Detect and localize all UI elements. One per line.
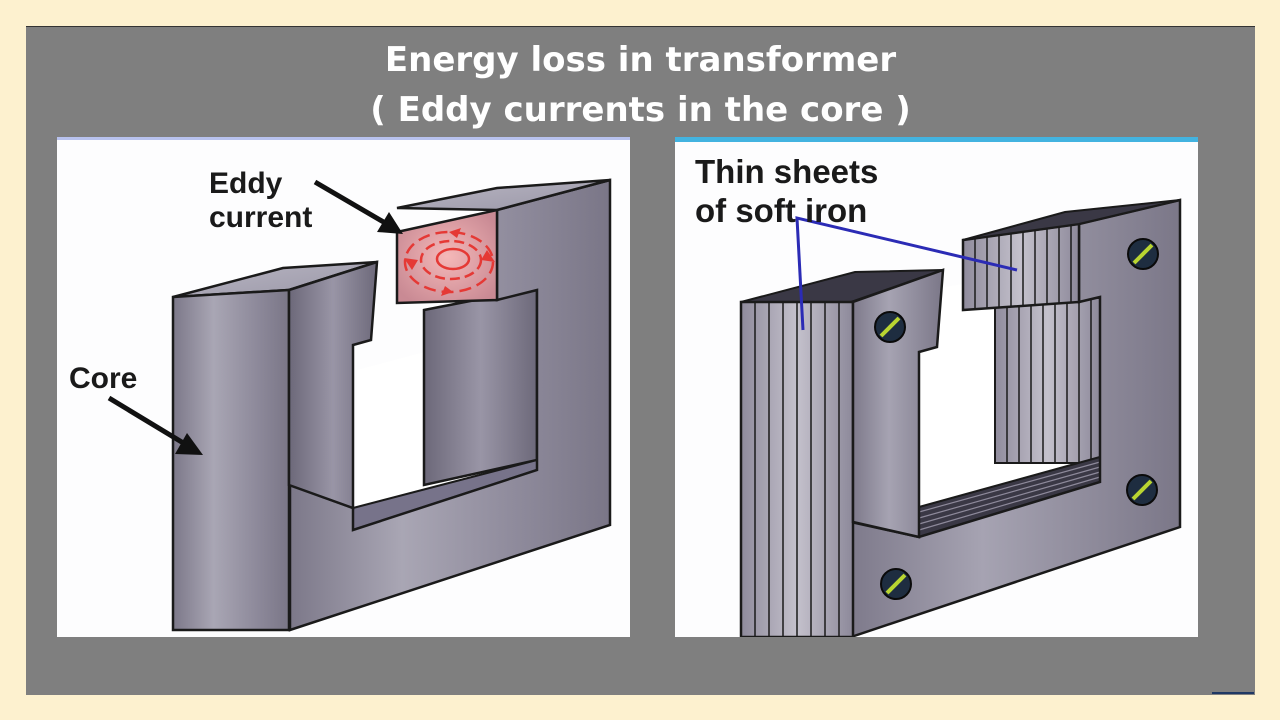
front-pillar-side — [851, 268, 945, 539]
sheets-pointer-lines — [795, 216, 1018, 331]
inner-limb-laminations — [994, 297, 1101, 464]
top-block-top — [962, 199, 1181, 241]
core-top-back — [396, 178, 611, 212]
corner-mark — [1212, 692, 1254, 694]
screw-icon — [1126, 474, 1158, 506]
eddy-pointer-arrow — [313, 179, 403, 234]
core-label: Core — [69, 362, 137, 395]
screw-icon — [880, 568, 912, 600]
slide: Energy loss in transformer ( Eddy curren… — [26, 26, 1255, 695]
laminated-core-diagram: Thin sheets of soft iron — [675, 137, 1198, 637]
top-block-sheet-lines — [974, 225, 1072, 309]
front-pillar-side — [287, 260, 379, 510]
core-pointer-arrow — [107, 395, 203, 455]
sheets-label-line1: Thin sheets — [695, 153, 878, 190]
inner-bottom-sheet-lines — [918, 461, 1101, 531]
sheets-label-line2: of soft iron — [695, 192, 867, 229]
screw-icon — [1127, 238, 1159, 270]
eddy-label-line2: current — [209, 201, 312, 234]
slide-subtitle: ( Eddy currents in the core ) — [370, 90, 911, 130]
solid-core-svg: Eddy current Core — [69, 167, 612, 632]
eddy-cross-section — [395, 208, 499, 305]
front-pillar-sheet-lines — [754, 302, 840, 637]
inner-limb-sheet-lines — [1006, 298, 1092, 463]
screw-icon — [874, 311, 906, 343]
solid-core-diagram: Eddy current Core — [57, 137, 630, 637]
eddy-arrowheads — [404, 228, 495, 296]
slide-title: Energy loss in transformer — [384, 40, 897, 80]
eddy-label-line1: Eddy — [209, 167, 283, 200]
laminated-core-svg: Thin sheets of soft iron — [695, 153, 1182, 637]
front-pillar-face — [171, 288, 291, 632]
inner-right-limb — [422, 286, 539, 487]
